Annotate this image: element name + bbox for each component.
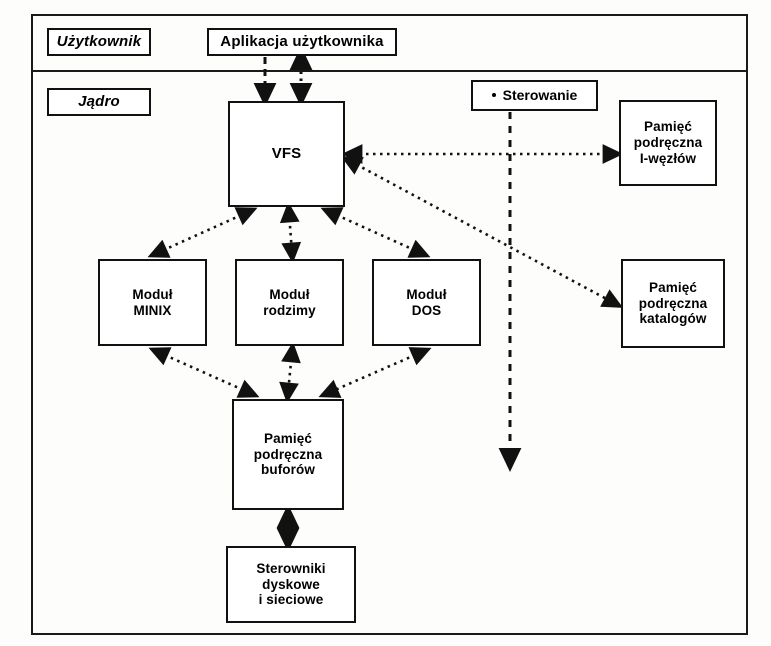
layer-label-user-text: Użytkownik — [56, 33, 142, 51]
node-module-minix-label: Moduł MINIX — [132, 286, 173, 318]
legend-dot-icon — [491, 93, 496, 98]
node-user-application-label: Aplikacja użytkownika — [220, 33, 384, 51]
node-module-dos[interactable]: Moduł DOS — [372, 259, 481, 346]
legend-control-content: Sterowanie — [488, 87, 582, 104]
node-directory-cache-label: Pamięć podręczna katalogów — [638, 279, 708, 327]
layer-label-user: Użytkownik — [47, 28, 151, 56]
layer-label-kernel: Jądro — [47, 88, 151, 116]
node-vfs[interactable]: VFS — [228, 101, 345, 207]
node-buffer-cache-label: Pamięć podręczna buforów — [253, 430, 323, 478]
node-module-minix[interactable]: Moduł MINIX — [98, 259, 207, 346]
diagram-outer-frame — [31, 14, 748, 635]
node-inode-cache[interactable]: Pamięć podręczna I-węzłów — [619, 100, 717, 186]
node-disk-network-drivers-label: Sterowniki dyskowe i sieciowe — [256, 560, 326, 608]
node-module-native-label: Moduł rodzimy — [263, 286, 316, 318]
node-user-application[interactable]: Aplikacja użytkownika — [207, 28, 397, 56]
node-vfs-label: VFS — [271, 145, 302, 163]
node-module-native[interactable]: Moduł rodzimy — [235, 259, 344, 346]
node-disk-network-drivers[interactable]: Sterowniki dyskowe i sieciowe — [226, 546, 356, 623]
node-inode-cache-label: Pamięć podręczna I-węzłów — [633, 119, 703, 166]
node-module-dos-label: Moduł DOS — [406, 286, 447, 318]
node-directory-cache[interactable]: Pamięć podręczna katalogów — [621, 259, 725, 348]
legend-control-label: Sterowanie — [502, 87, 578, 104]
legend-control: Sterowanie — [471, 80, 598, 111]
layer-label-kernel-text: Jądro — [78, 93, 120, 111]
node-buffer-cache[interactable]: Pamięć podręczna buforów — [232, 399, 344, 510]
user-kernel-divider — [33, 70, 747, 72]
